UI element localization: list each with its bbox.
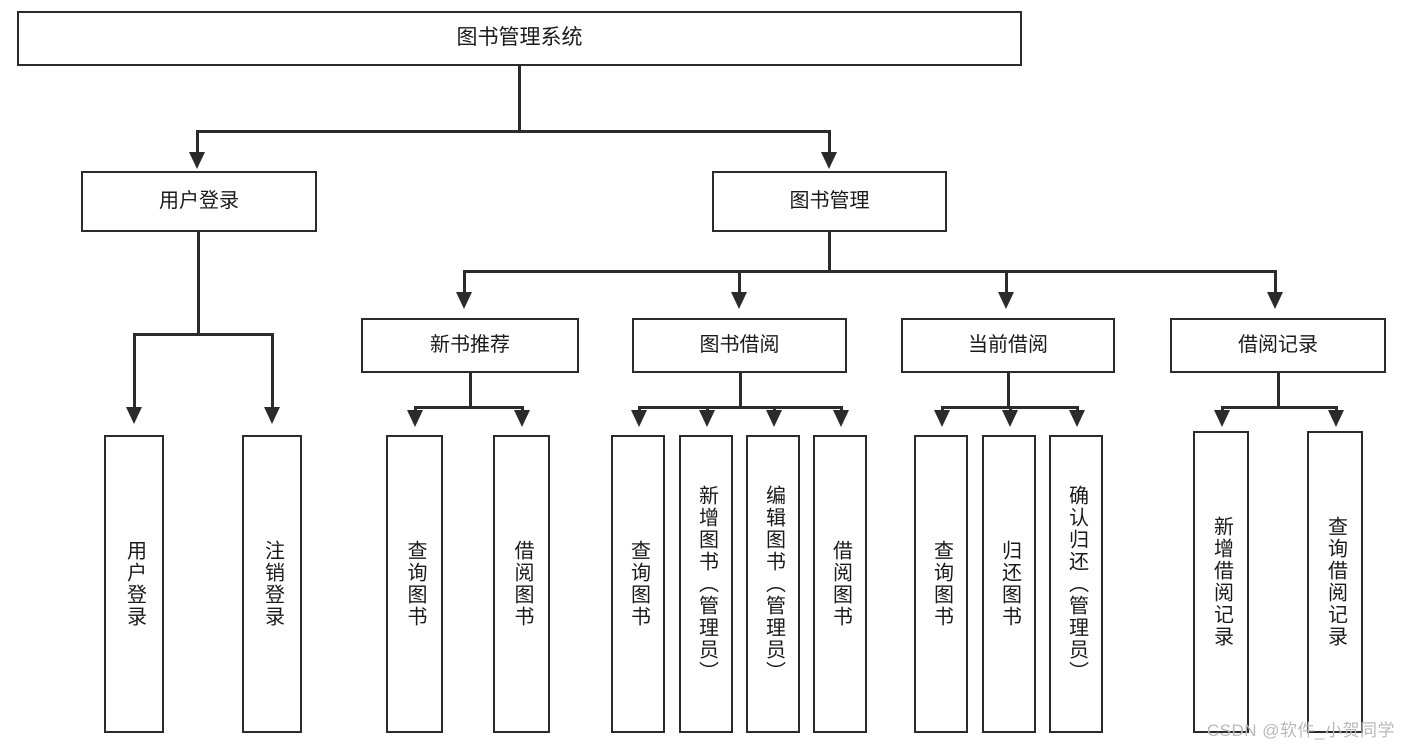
watermark-text: CSDN @软件_小贺同学 [1206, 721, 1395, 740]
node-label: 借阅记录 [1238, 334, 1318, 356]
connector-borrow-stem [739, 373, 742, 408]
arrowhead-current-to-confirm [1069, 410, 1085, 427]
arrowhead-user-to-login [126, 407, 142, 424]
connector-book-to-records [1274, 270, 1277, 297]
node-label: 用户登录 [123, 540, 146, 628]
connector-newbook-bus [414, 406, 524, 409]
arrowhead-borrow-to-add [699, 410, 715, 427]
arrowhead-root-to-book [821, 152, 837, 169]
connector-book-bus [463, 270, 1277, 273]
node-label: 借阅图书 [511, 540, 533, 628]
node-label: 编辑图书（管理员） [762, 485, 785, 683]
connector-user-bus [133, 333, 273, 336]
node-label: 新增图书（管理员） [695, 485, 718, 683]
arrowhead-book-to-records [1267, 292, 1283, 309]
connector-user-to-logout [271, 333, 274, 411]
connector-current-stem [1007, 373, 1010, 408]
node-leaf-borrow-edit-book[interactable]: 编辑图书（管理员） [746, 435, 800, 733]
connector-book-to-current [1005, 270, 1008, 297]
arrowhead-book-to-current [998, 292, 1014, 309]
node-label: 当前借阅 [968, 334, 1048, 356]
node-leaf-records-query-record[interactable]: 查询借阅记录 [1307, 431, 1363, 733]
node-branch-user-login[interactable]: 用户登录 [81, 171, 317, 232]
node-label: 确认归还（管理员） [1065, 485, 1088, 683]
node-root-system[interactable]: 图书管理系统 [17, 11, 1022, 66]
node-label: 注销登录 [261, 540, 284, 628]
node-leaf-current-confirm-return[interactable]: 确认归还（管理员） [1049, 435, 1103, 733]
node-branch-book-borrow[interactable]: 图书借阅 [632, 318, 847, 373]
node-leaf-newbook-borrow-book[interactable]: 借阅图书 [493, 435, 550, 733]
connector-records-bus [1221, 406, 1338, 409]
connector-book-to-newbook [463, 270, 466, 297]
arrowhead-book-to-newbook [456, 292, 472, 309]
node-leaf-current-query-book[interactable]: 查询图书 [914, 435, 968, 733]
node-leaf-borrow-add-book[interactable]: 新增图书（管理员） [679, 435, 733, 733]
node-label: 图书管理 [789, 190, 870, 212]
arrowhead-borrow-to-query [631, 410, 647, 427]
node-label: 新增借阅记录 [1210, 516, 1233, 648]
node-label: 查询图书 [930, 540, 953, 628]
arrowhead-book-to-borrow [731, 292, 747, 309]
node-leaf-borrow-query-book[interactable]: 查询图书 [611, 435, 665, 733]
node-branch-current-borrow[interactable]: 当前借阅 [901, 318, 1115, 373]
arrowhead-borrow-to-borrowbook [833, 410, 849, 427]
node-label: 查询图书 [404, 540, 426, 628]
connector-newbook-stem [469, 373, 472, 408]
node-label: 查询借阅记录 [1324, 516, 1347, 648]
connector-root-bus [197, 130, 831, 133]
node-label: 借阅图书 [829, 540, 852, 628]
arrowhead-current-to-query [934, 410, 950, 427]
node-branch-book-management[interactable]: 图书管理 [712, 171, 947, 232]
connector-records-stem [1277, 373, 1280, 408]
connector-borrow-bus [638, 406, 842, 409]
arrowhead-newbook-to-borrow [514, 410, 530, 427]
node-leaf-records-add-record[interactable]: 新增借阅记录 [1193, 431, 1249, 733]
connector-book-stem [828, 232, 831, 272]
node-label: 归还图书 [998, 540, 1021, 628]
node-leaf-borrow-borrow-book[interactable]: 借阅图书 [813, 435, 867, 733]
connector-root-stem [518, 66, 521, 132]
node-leaf-user-login[interactable]: 用户登录 [104, 435, 164, 733]
node-leaf-user-logout[interactable]: 注销登录 [242, 435, 302, 733]
arrowhead-borrow-to-edit [766, 410, 782, 427]
arrowhead-records-to-add [1214, 410, 1230, 427]
arrowhead-newbook-to-query [407, 410, 423, 427]
node-label: 图书管理系统 [456, 26, 583, 50]
node-label: 新书推荐 [430, 334, 510, 356]
arrowhead-root-to-user [189, 152, 205, 169]
arrowhead-current-to-return [1002, 410, 1018, 427]
node-leaf-newbook-query-book[interactable]: 查询图书 [386, 435, 443, 733]
node-leaf-current-return-book[interactable]: 归还图书 [982, 435, 1036, 733]
node-label: 查询图书 [627, 540, 650, 628]
connector-root-to-user [196, 130, 199, 157]
connector-user-stem [197, 232, 200, 335]
connector-root-to-book [828, 130, 831, 157]
node-branch-new-book-recommend[interactable]: 新书推荐 [361, 318, 579, 373]
arrowhead-user-to-logout [264, 407, 280, 424]
node-label: 图书借阅 [699, 334, 780, 356]
connector-book-to-borrow [738, 270, 741, 297]
node-branch-borrow-records[interactable]: 借阅记录 [1170, 318, 1386, 373]
arrowhead-records-to-query [1328, 410, 1344, 427]
node-label: 用户登录 [159, 190, 239, 212]
connector-user-to-login [133, 333, 136, 411]
